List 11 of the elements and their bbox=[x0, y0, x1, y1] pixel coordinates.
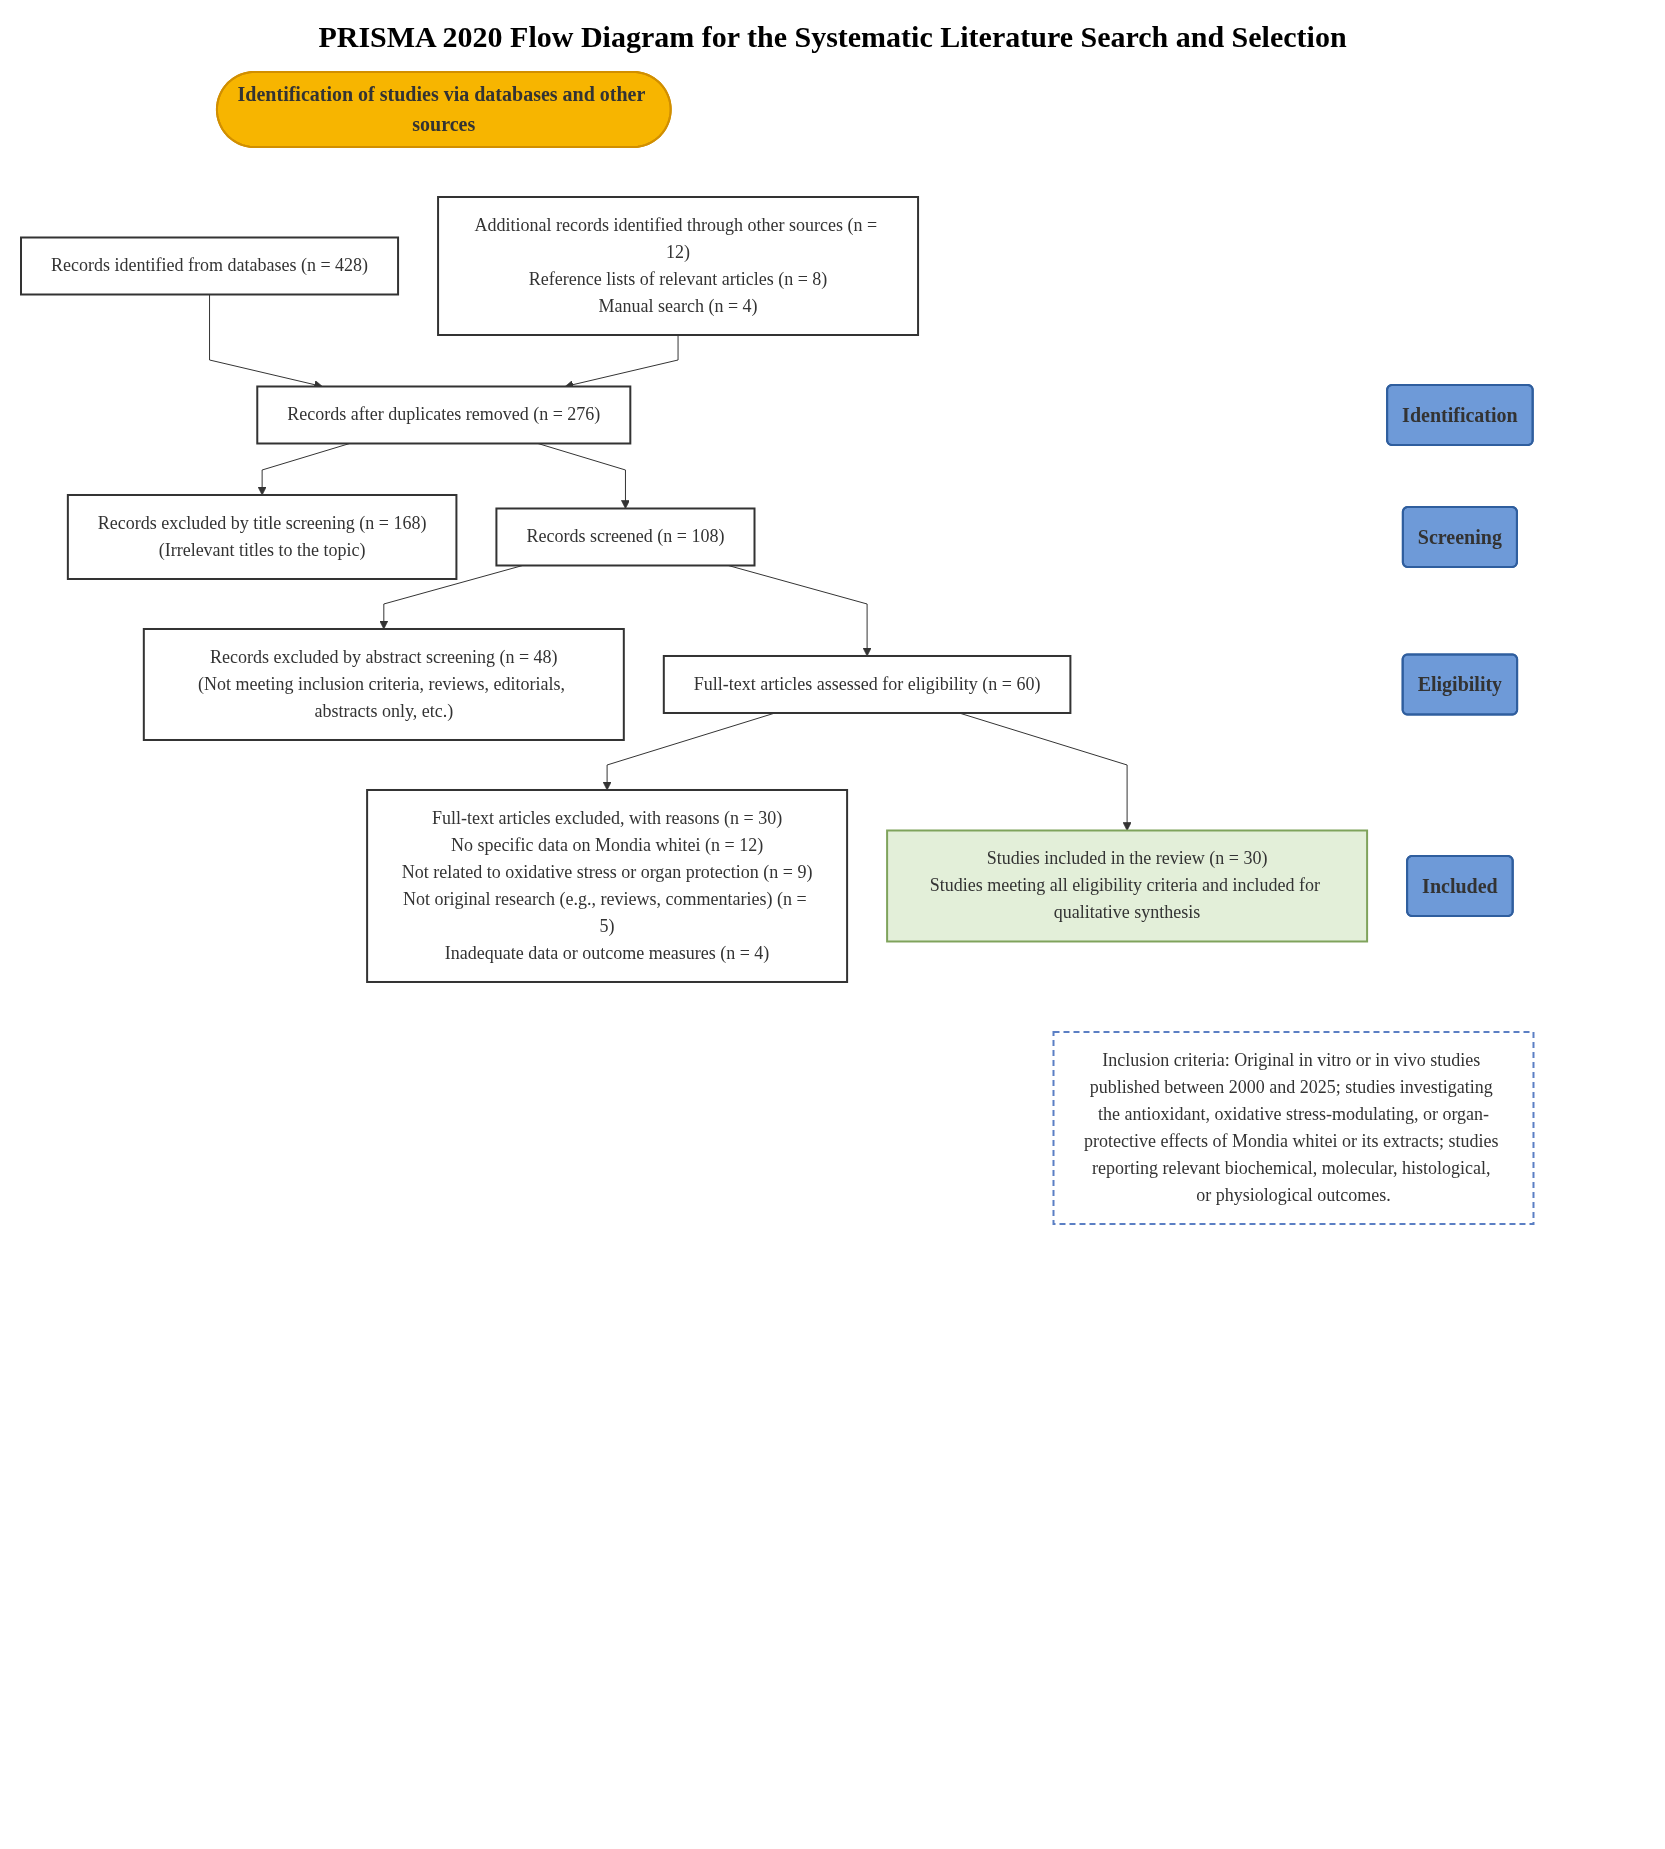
node-box: Inclusion criteria: Original in vitro or in vivo studies published between 2000 and 2025; studies investigating the antioxidant, oxidative stress-modulating, or organ-protective effects of Mondia whitei or its extracts; studies reporting relevant biochemical, molecular, histological, or physiological outcomes. bbox=[1052, 1031, 1534, 1225]
node-box: Records excluded by abstract screening (n = 48) (Not meeting inclusion criteria, reviews, editorials, abstracts only, etc.) bbox=[142, 628, 625, 741]
node-box: Additional records identified through other sources (n = 12) Reference lists of relevant articles (n = 8) Manual search (n = 4) bbox=[436, 196, 919, 336]
node-box: Studies included in the review (n = 30) Studies meeting all eligibility criteria and included for qualitative synthesis bbox=[885, 829, 1368, 943]
node-box: Records after duplicates removed (n = 276) bbox=[255, 385, 631, 445]
node-box: Records excluded by title screening (n = 168) (Irrelevant titles to the topic) bbox=[66, 494, 457, 580]
node-box: Records screened (n = 108) bbox=[494, 507, 755, 567]
diagram-title: PRISMA 2020 Flow Diagram for the Systematic Literature Search and Selection bbox=[317, 20, 1348, 54]
node-box: Full-text articles assessed for eligibility (n = 60) bbox=[662, 655, 1071, 714]
node-box: Records identified from databases (n = 428) bbox=[19, 236, 399, 296]
node-box: Full-text articles excluded, with reasons (n = 30) No specific data on Mondia whitei (n = 12) Not related to oxidative stress or organ protection (n = 9) Not original research (e.g., reviews, commentaries) (n = 5) Inadequate data or outcome measures (n = 4) bbox=[365, 789, 848, 983]
